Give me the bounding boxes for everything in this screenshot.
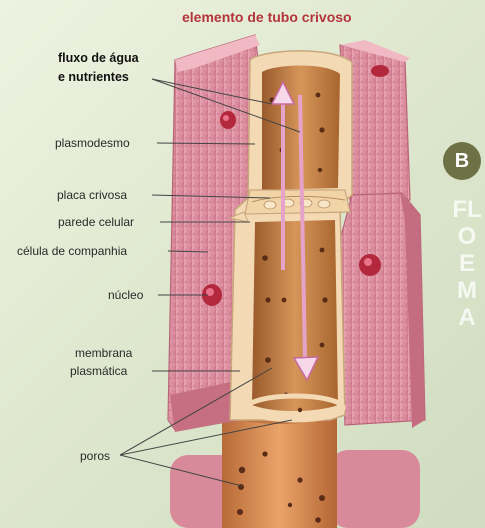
label-membrane-line2: plasmática: [70, 364, 128, 378]
leader-lines: [119, 78, 301, 487]
label-flow-line1: fluxo de água: [58, 51, 139, 65]
companion-cell-right: [339, 40, 426, 428]
label-nucleus: núcleo: [108, 288, 144, 302]
diagram-title: elemento de tubo crivoso: [182, 9, 352, 25]
lower-tube-interior: [244, 220, 346, 423]
label-plasmodesm: plasmodesmo: [55, 136, 130, 150]
lower-sieve-tube: [222, 396, 338, 528]
nuclei: [202, 65, 389, 306]
phloem-vertical-label: FLOEMA: [452, 196, 482, 331]
label-sieve-plate: placa crivosa: [57, 188, 128, 202]
label-pores: poros: [80, 449, 111, 463]
flow-arrows: [270, 80, 320, 382]
sieve-plate: [228, 189, 351, 223]
label-companion-cell: célula de companhia: [17, 244, 128, 258]
label-membrane-line1: membrana: [75, 346, 133, 360]
label-flow-line2: e nutrientes: [58, 70, 129, 84]
label-cell-wall: parede celular: [58, 215, 135, 229]
section-badge: B: [443, 142, 481, 180]
